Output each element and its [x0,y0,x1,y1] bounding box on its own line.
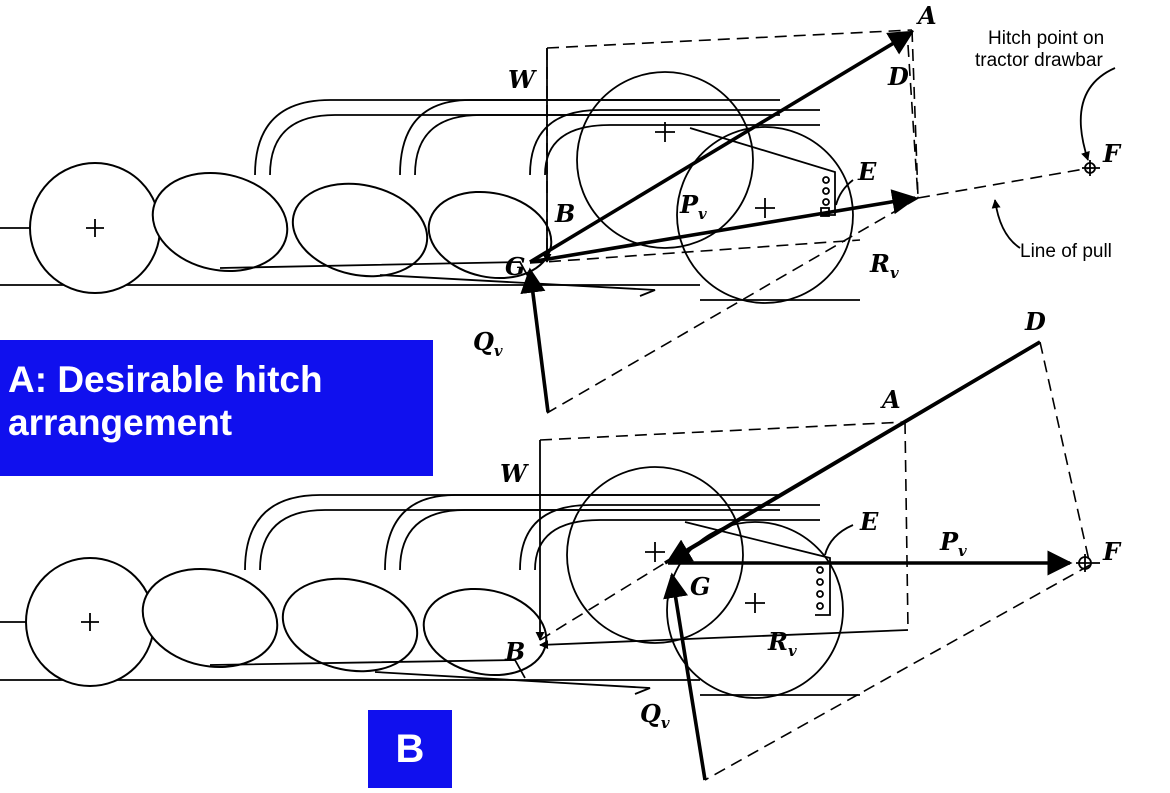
moldboard [291,182,429,278]
plow-beam [254,99,700,176]
label-A: A [916,1,937,30]
label-F: F [1102,537,1122,566]
land-wheel [576,71,754,249]
plow-drawing-b [0,466,860,699]
label-E: E [857,157,877,186]
caption-desirable-hitch: A: Desirable hitch arrangement [0,340,433,476]
label-A: A [880,385,901,414]
label-P: Pv [939,527,967,560]
label-Q: Qv [473,327,503,360]
force-diagram-a [520,29,1116,414]
label-B: B [504,637,525,666]
label-E: E [859,507,879,536]
label-W: W [508,65,537,94]
label-D: D [887,62,909,91]
label-Q: Qv [640,699,670,732]
label-W: W [500,459,529,488]
line-of-pull-leader [991,199,1021,249]
hitch-note-leader [1079,67,1116,161]
plow-drawing-a [0,71,860,304]
label-R: Rv [767,627,797,660]
label-G: G [505,252,526,281]
moldboard [281,577,419,673]
furrow-wheel [666,521,844,699]
label-R: Rv [869,249,899,282]
caption-b: B [368,710,452,788]
hitch-note-line2: tractor drawbar [975,50,1103,71]
hitch-bracket [684,521,831,616]
labels-b: A D W B G E F Pv Rv Qv [500,307,1122,732]
plow-beam [244,494,700,571]
pull-vector [529,189,918,264]
furrow-wheel [676,126,854,304]
soil-reaction-vector [663,572,707,781]
label-G: G [690,572,711,601]
resultant-r-vector [539,629,909,650]
label-D: D [1024,307,1046,336]
moldboard [151,171,289,273]
hitch-note-line1: Hitch point on [988,28,1104,49]
moldboard [422,587,548,677]
force-diagram-b [535,340,1100,781]
soil-reaction-vector [520,267,550,413]
labels-a: A D W B G E F Pv Rv Qv Hitch point on tr… [473,1,1122,360]
moldboard [141,567,279,669]
line-of-pull-note: Line of pull [1020,241,1112,262]
land-wheel [566,466,744,644]
moldboard [427,190,553,280]
label-B: B [554,199,575,228]
label-F: F [1102,139,1122,168]
label-P: Pv [679,190,707,223]
resultant-vector-a [529,30,915,264]
